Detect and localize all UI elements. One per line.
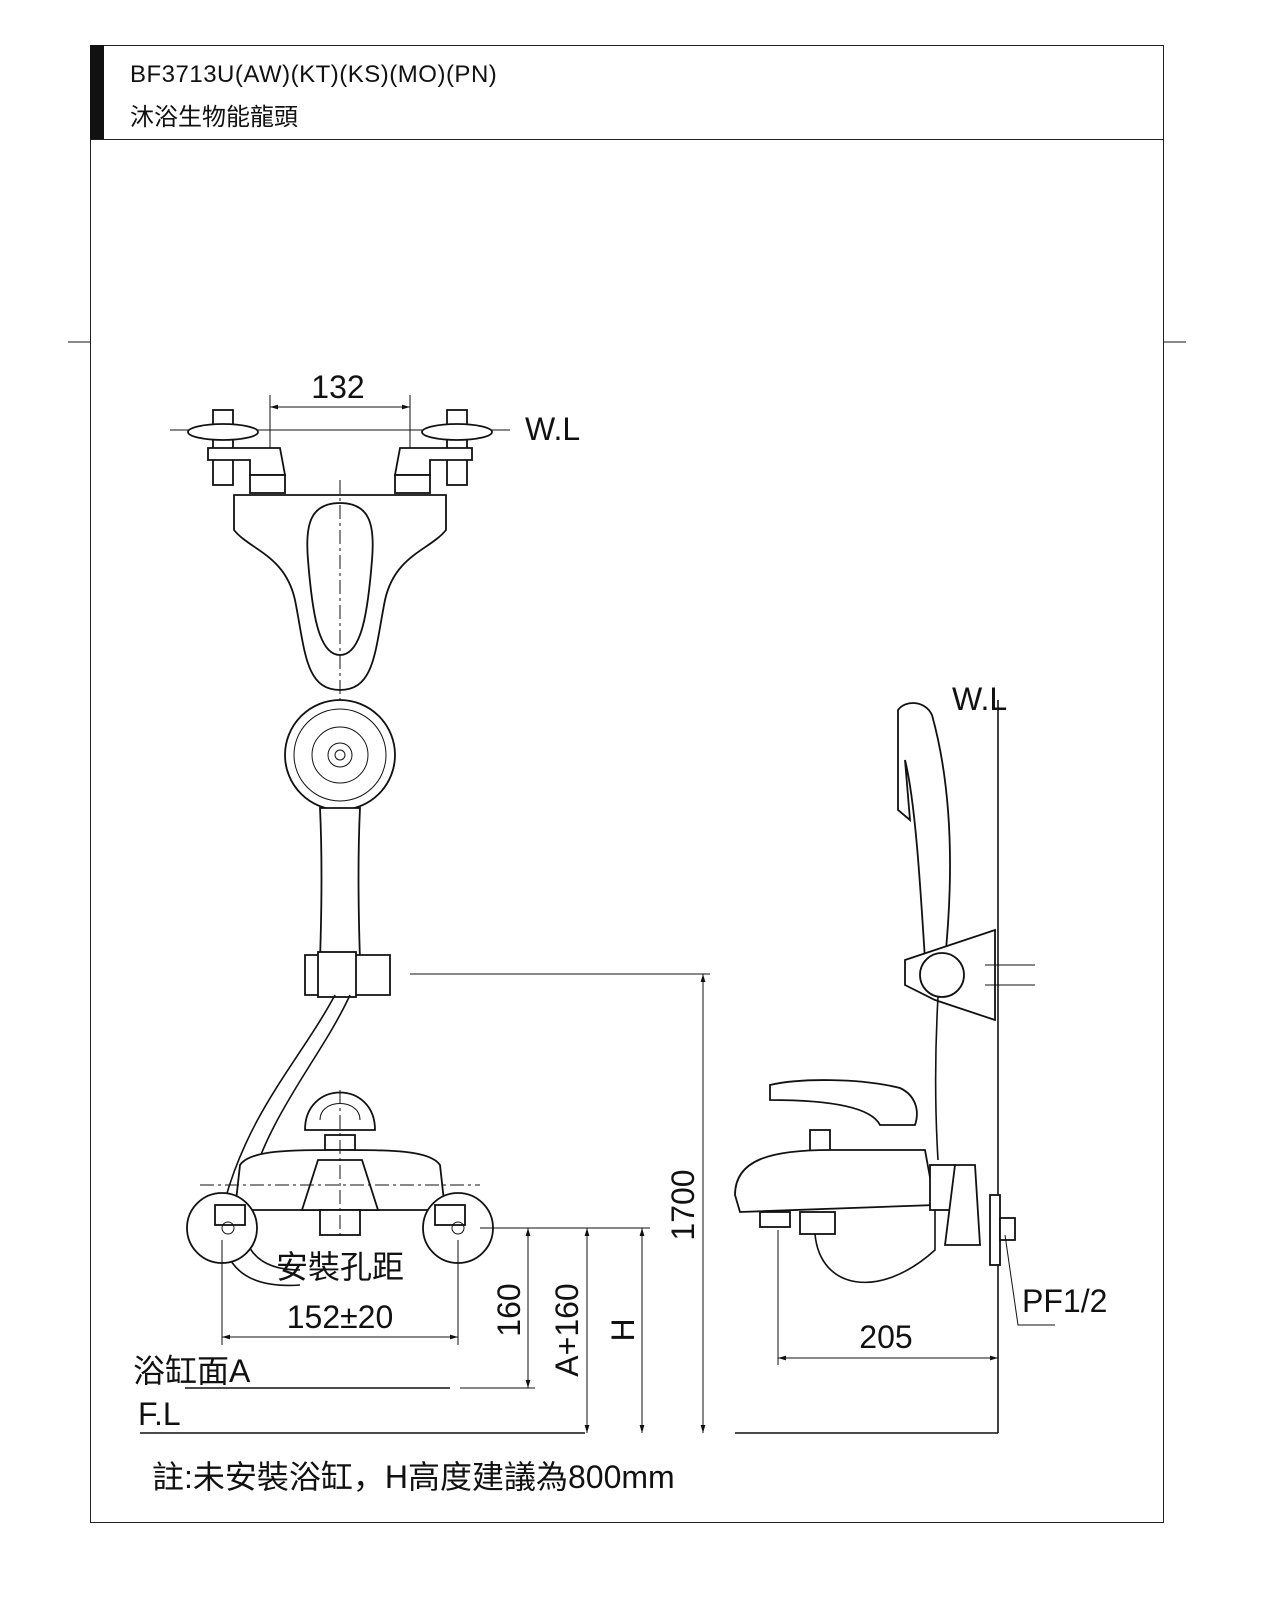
hole-distance-label: 安裝孔距 — [276, 1249, 404, 1285]
top-view-faucet — [170, 395, 510, 700]
pipe-thread-label: PF1/2 — [1022, 1283, 1107, 1319]
mixer-body-front — [186, 1090, 494, 1264]
hand-shower-front — [221, 699, 396, 1287]
installation-note: 註:未安裝浴缸，H高度建議為800mm — [152, 1459, 675, 1495]
dim-160-label: 160 — [491, 1283, 527, 1336]
water-level-label-front: W.L — [525, 411, 580, 447]
dim-152-label: 152±20 — [287, 1299, 394, 1335]
dim-205-label: 205 — [859, 1319, 912, 1355]
dim-1700-label: 1700 — [665, 1169, 701, 1240]
title-bar-accent — [90, 45, 104, 139]
floor-level-label: F.L — [138, 1396, 181, 1432]
model-number: BF3713U(AW)(KT)(KS)(MO)(PN) — [130, 61, 498, 88]
dim-a160-label: A+160 — [549, 1283, 585, 1376]
drawing-frame — [90, 45, 1164, 1523]
product-name: 沐浴生物能龍頭 — [130, 104, 298, 131]
dim-132-label: 132 — [311, 369, 364, 405]
dim-h-label: H — [605, 1318, 641, 1341]
side-view-faucet — [734, 700, 1055, 1433]
title-block: BF3713U(AW)(KT)(KS)(MO)(PN) 沐浴生物能龍頭 — [90, 45, 1164, 140]
water-level-label-side: W.L — [952, 681, 1007, 717]
front-dimensions — [140, 973, 998, 1434]
tub-surface-label: 浴缸面A — [133, 1353, 251, 1389]
